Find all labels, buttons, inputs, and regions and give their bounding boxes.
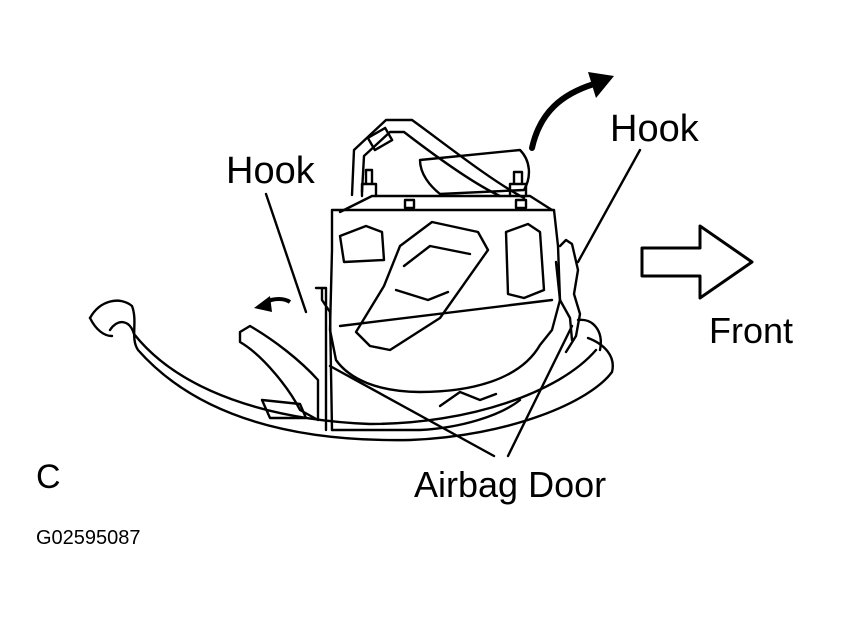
leader-hook-right <box>576 148 642 264</box>
curved-arrow-head-icon <box>588 72 614 98</box>
left-stud <box>360 168 378 198</box>
inflator-canister <box>354 220 490 352</box>
hook-left-label: Hook <box>226 150 315 192</box>
curved-arrow-icon <box>529 81 597 151</box>
upper-bracket-inner <box>360 130 502 198</box>
front-arrow-icon <box>640 224 754 300</box>
housing-right-panel <box>504 222 546 300</box>
bottom-floor <box>330 398 522 432</box>
module-top-plate <box>338 194 554 214</box>
bottom-step <box>438 390 498 408</box>
inflator-detail <box>394 244 472 302</box>
housing-left-panel <box>338 224 386 264</box>
inner-cover-curve <box>108 321 598 426</box>
tear-line <box>338 298 554 328</box>
airbag-door-label: Airbag Door <box>414 464 607 505</box>
right-stud <box>508 170 528 198</box>
left-door-hinge <box>260 398 308 420</box>
view-letter: C <box>36 458 61 496</box>
upper-bracket <box>350 118 526 200</box>
bracket-slot <box>366 126 394 152</box>
left-airbag-door <box>238 324 320 422</box>
outer-cover-curve <box>88 299 614 442</box>
hook-right-label: Hook <box>610 108 699 150</box>
leader-airbag-door-right <box>506 324 574 458</box>
right-panel-edge <box>576 318 602 352</box>
leader-airbag-door-left <box>328 364 496 458</box>
front-label: Front <box>709 310 794 351</box>
figure-code: G02595087 <box>36 527 141 549</box>
stud-bolts <box>403 198 528 210</box>
left-door-post <box>314 286 334 432</box>
inflator-cap <box>418 148 531 196</box>
module-housing <box>328 208 562 394</box>
small-arrow-head-icon <box>254 296 272 312</box>
cover-lip-left <box>88 316 114 338</box>
leader-hook-left <box>264 192 308 314</box>
right-door-frame <box>558 238 582 354</box>
